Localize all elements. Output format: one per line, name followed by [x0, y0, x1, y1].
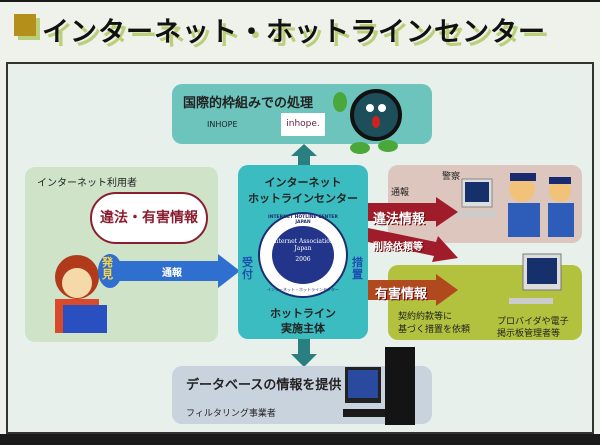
center-name-1: インターネット: [264, 176, 342, 189]
title-bullet-icon: [14, 14, 36, 36]
database-heading: データベースの情報を提供: [186, 378, 342, 393]
seal-ring-text: INTERNET HOTLINE CENTER JAPAN: [268, 215, 338, 225]
center-seal: Internet Association Japan 2006 INTERNET…: [258, 212, 348, 298]
provider-target-1: プロバイダや電子: [497, 317, 569, 327]
provider-request-2: 基づく措置を依頼: [398, 325, 471, 335]
provider-computer-icon: [509, 253, 562, 304]
center-role-2: 実施主体: [281, 322, 325, 335]
discover-label: 発見: [102, 256, 113, 281]
report-arrow: [98, 254, 240, 288]
down-arrow: [291, 339, 317, 367]
server-computer-icon: [343, 347, 415, 425]
deletion-request-label: 削除依頼等: [373, 242, 423, 253]
harmful-info-arrow: [368, 274, 458, 306]
cloud-illegal-harmful: 違法・有害情報: [90, 192, 208, 244]
center-name-2: ホットラインセンター: [248, 192, 358, 205]
mascot-globe-icon: [333, 89, 402, 154]
report-label: 通報: [162, 268, 182, 279]
police-label: 警察: [442, 172, 461, 182]
internet-user-label: インターネット利用者: [37, 178, 137, 189]
international-heading: 国際的枠組みでの処理: [183, 96, 314, 111]
up-arrow: [291, 144, 317, 166]
seal-year: 2006: [295, 256, 311, 263]
harmful-info-label: 有害情報: [375, 287, 428, 302]
filtering-provider-label: フィルタリング事業者: [186, 409, 276, 419]
deletion-request-arrow: [368, 228, 458, 262]
user-with-laptop-icon: [55, 255, 107, 333]
action-label: 措置: [352, 256, 363, 281]
inhope-label: INHOPE: [207, 120, 238, 129]
slide-title: インターネット・ホットラインセンター: [42, 17, 546, 48]
police-report-label: 通報: [391, 188, 410, 198]
illegal-info-label: 違法情報: [373, 212, 426, 227]
slide: インターネット・ホットラインセンター 国際的枠組みでの処理 INHOPE inh…: [0, 2, 600, 434]
provider-request-1: 契約約款等に: [398, 312, 453, 322]
provider-target-2: 掲示板管理者等: [497, 329, 561, 339]
inhope-logo: inhope.: [281, 113, 325, 136]
receive-label: 受付: [242, 256, 253, 281]
center-role-1: ホットライン: [270, 307, 336, 320]
illegal-info-arrow: [368, 197, 458, 227]
police-officers-icon: [456, 173, 574, 237]
seal-bottom-text: インターネット・ホットラインセンター: [267, 287, 339, 292]
seal-inner-text: Internet Association Japan: [272, 238, 334, 252]
